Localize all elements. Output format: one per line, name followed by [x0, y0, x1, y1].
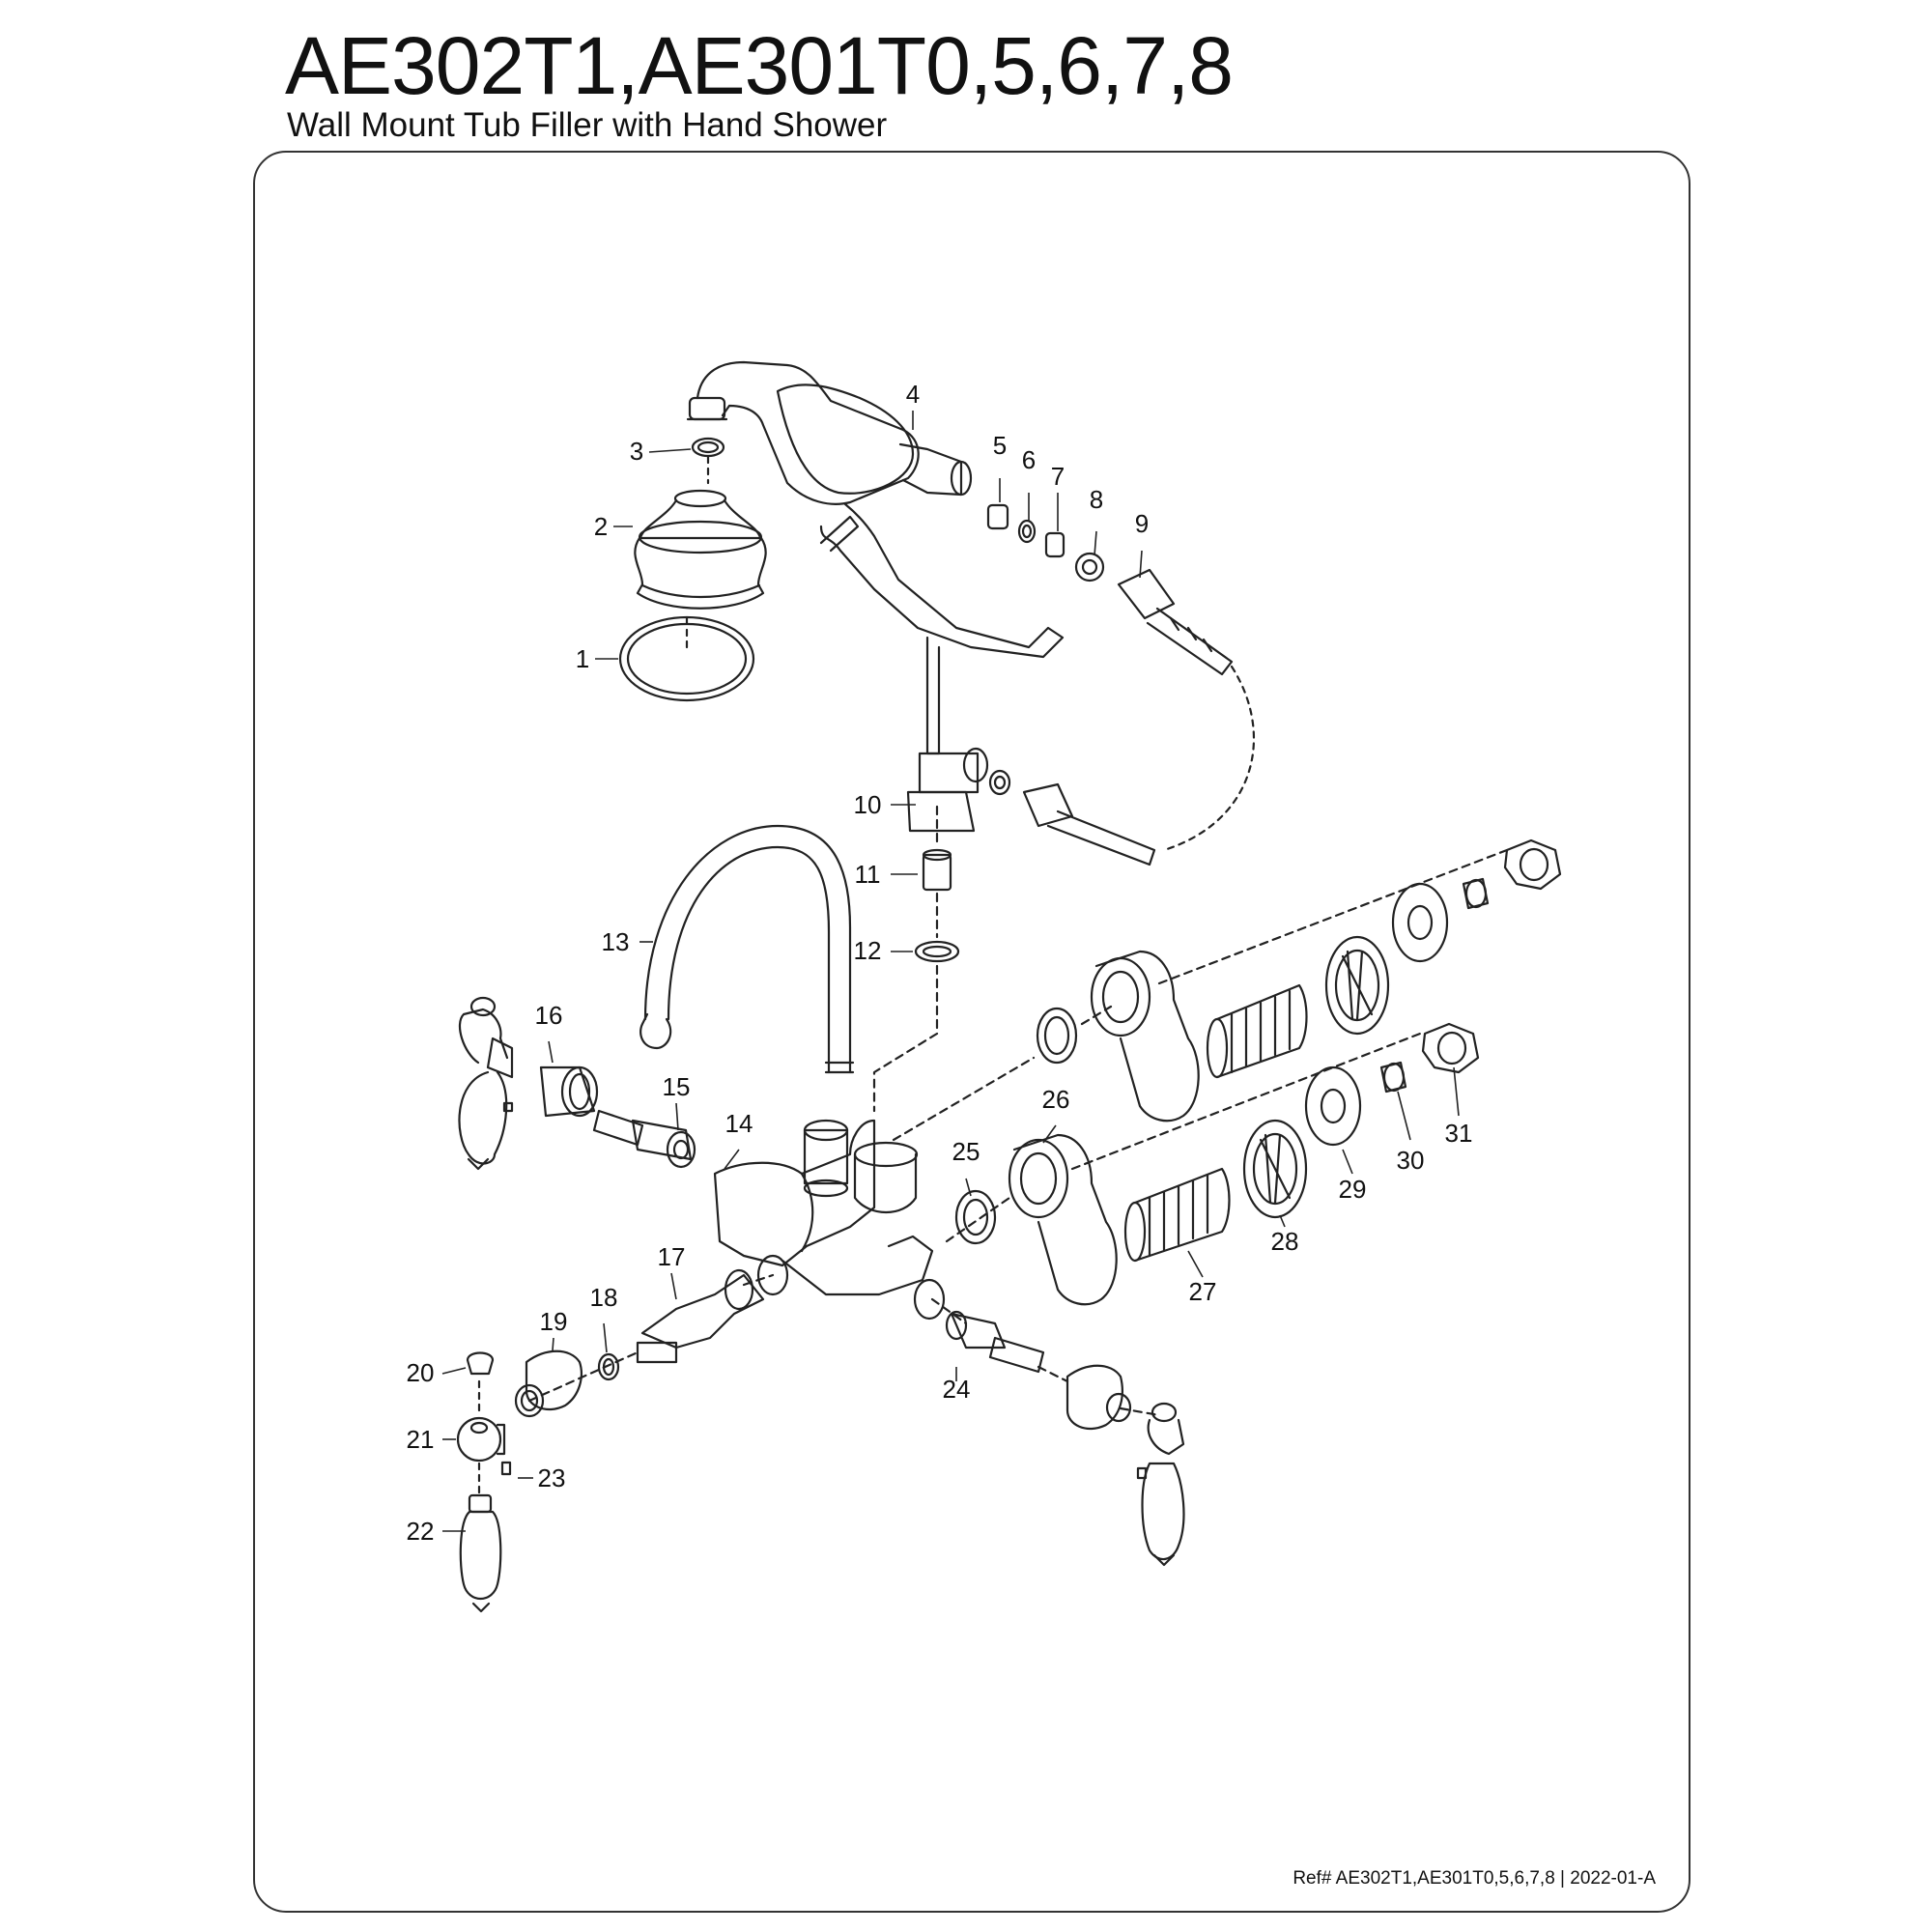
cartridge-15 — [592, 1109, 696, 1169]
shower-head — [634, 489, 767, 610]
hose-line — [1162, 665, 1256, 852]
axis-line-lower-right — [930, 1297, 1161, 1417]
adapter-11 — [922, 848, 952, 892]
eccentric-elbow-26 — [1008, 1133, 1118, 1306]
lever-handle-top-left — [458, 996, 514, 1171]
part-label-3: 3 — [630, 437, 643, 466]
part-labels: 1 2 3 4 5 6 7 8 9 10 11 12 13 14 15 16 1… — [407, 380, 1473, 1546]
gooseneck-spout — [639, 824, 855, 1074]
hose-connector-9 — [1117, 568, 1234, 676]
axis-line-lower-left — [527, 1273, 775, 1403]
part-label-14: 14 — [725, 1109, 753, 1138]
eccentric-elbow-upper — [1090, 950, 1200, 1122]
washer-upper — [1036, 1007, 1078, 1065]
escutcheon-plate-29 — [1304, 1065, 1362, 1147]
part-label-5: 5 — [993, 431, 1007, 460]
cap-20 — [466, 1351, 495, 1376]
axis-line-lower — [945, 1032, 1422, 1243]
threaded-nipple-upper — [1206, 983, 1308, 1079]
part-label-7: 7 — [1051, 462, 1065, 491]
part-label-2: 2 — [594, 512, 608, 541]
part-label-1: 1 — [576, 644, 589, 673]
escutcheon-19 — [514, 1350, 582, 1418]
axis-line-upper — [892, 848, 1509, 1142]
escutcheon-16 — [539, 1065, 599, 1118]
part-label-12: 12 — [854, 936, 882, 965]
part-label-8: 8 — [1090, 485, 1103, 514]
part-label-26: 26 — [1042, 1085, 1070, 1114]
part-label-31: 31 — [1445, 1119, 1473, 1148]
porcelain-lever-22 — [459, 1493, 502, 1613]
lever-base-21 — [456, 1416, 506, 1463]
faucet-body — [713, 1119, 946, 1321]
lever-handle-right — [1136, 1402, 1185, 1567]
page-title: AE302T1,AE301T0,5,6,7,8 — [285, 20, 1234, 111]
part-label-9: 9 — [1135, 509, 1149, 538]
reference-note: Ref# AE302T1,AE301T0,5,6,7,8 | 2022-01-A — [1293, 1868, 1656, 1889]
set-screw-23 — [500, 1461, 512, 1476]
axis-line-vertical — [872, 805, 939, 1113]
part-label-15: 15 — [663, 1072, 691, 1101]
part-label-17: 17 — [658, 1242, 686, 1271]
washer-12 — [914, 940, 960, 963]
part-label-13: 13 — [602, 927, 630, 956]
hose-nut-parts — [986, 503, 1105, 582]
part-label-30: 30 — [1397, 1146, 1425, 1175]
cartridge-17 — [636, 1268, 765, 1364]
hex-nut-31 — [1421, 1022, 1480, 1074]
washer-18 — [597, 1352, 620, 1381]
part-label-16: 16 — [535, 1001, 563, 1030]
washer-3 — [691, 437, 725, 458]
part-label-28: 28 — [1271, 1227, 1299, 1256]
cradle-holder — [819, 502, 1065, 833]
escutcheon-right-lower — [1065, 1364, 1132, 1431]
part-label-27: 27 — [1189, 1277, 1217, 1306]
axis-line-shower — [685, 455, 710, 649]
washer-25 — [954, 1189, 997, 1245]
part-label-22: 22 — [407, 1517, 435, 1546]
part-label-21: 21 — [407, 1425, 435, 1454]
part-label-11: 11 — [855, 860, 881, 889]
escutcheon-plate-upper — [1391, 882, 1449, 963]
part-label-23: 23 — [538, 1463, 566, 1492]
part-label-19: 19 — [540, 1307, 568, 1336]
part-label-18: 18 — [590, 1283, 618, 1312]
leader-lines — [441, 411, 1460, 1532]
set-screw-top-left — [502, 1101, 514, 1113]
compression-sleeve-30 — [1379, 1061, 1407, 1094]
part-label-20: 20 — [407, 1358, 435, 1387]
cartridge-24 — [945, 1310, 1045, 1374]
compression-sleeve-upper — [1462, 877, 1490, 910]
part-label-25: 25 — [952, 1137, 980, 1166]
diagram-frame — [253, 151, 1690, 1913]
part-label-24: 24 — [943, 1375, 971, 1404]
page-subtitle: Wall Mount Tub Filler with Hand Shower — [287, 106, 888, 144]
part-label-29: 29 — [1339, 1175, 1367, 1204]
hex-nut-upper — [1503, 838, 1562, 891]
flange-upper — [1324, 935, 1390, 1036]
part-label-4: 4 — [906, 380, 920, 409]
part-label-10: 10 — [854, 790, 882, 819]
part-label-6: 6 — [1022, 445, 1036, 474]
hose-inlet-connector — [1022, 782, 1156, 867]
threaded-nipple-27 — [1123, 1167, 1231, 1263]
hand-shower-handle — [686, 360, 973, 505]
flange-28 — [1242, 1119, 1308, 1219]
